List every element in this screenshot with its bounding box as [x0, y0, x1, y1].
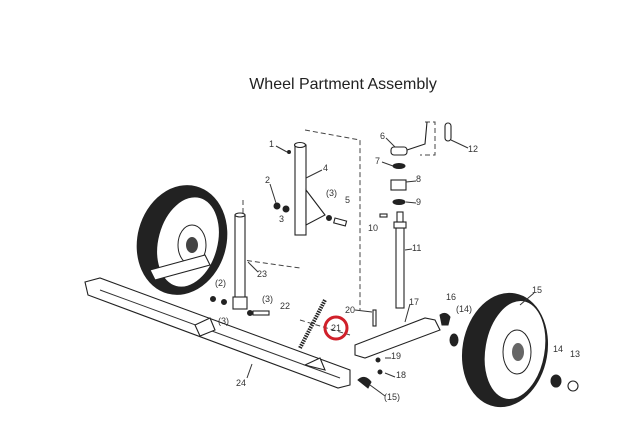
arm-17: [354, 309, 459, 389]
part-label: 24: [236, 378, 246, 388]
right-wheel-15: [461, 292, 579, 408]
part-label: 17: [409, 297, 419, 307]
part-label: 14: [553, 344, 563, 354]
part-label: 13: [570, 349, 580, 359]
part-label: 8: [416, 174, 421, 184]
diagram-title: Wheel Partment Assembly: [249, 76, 437, 93]
part-label: 16: [446, 292, 456, 302]
part-label: (3): [262, 294, 273, 304]
shaft-11: [379, 121, 452, 309]
part-label: 10: [368, 223, 378, 233]
part-label: 2: [265, 175, 270, 185]
part-labels: 1 2 3 (3) 5 4 6 7 8 9 10 11 12 23 (2) (3…: [215, 131, 580, 402]
part-label: 18: [396, 370, 406, 380]
part-label: 6: [380, 131, 385, 141]
part-label: (3): [218, 316, 229, 326]
part-label: 19: [391, 351, 401, 361]
leader-lines: [246, 137, 535, 397]
highlight-circle-part-21: [323, 315, 349, 341]
part-label: 1: [269, 139, 274, 149]
part-label: 4: [323, 163, 328, 173]
frame-beam-24: [84, 277, 351, 389]
spring-21: [298, 299, 327, 349]
part-label: 5: [345, 195, 350, 205]
left-wheel: [136, 185, 228, 295]
part-label: 21: [331, 323, 341, 333]
part-label: 7: [375, 156, 380, 166]
part-label: (14): [456, 304, 472, 314]
part-label: 15: [532, 285, 542, 295]
part-label: 20: [345, 305, 355, 315]
post-23: [232, 212, 248, 310]
post-4: [273, 141, 348, 236]
part-label: (3): [326, 188, 337, 198]
part-label: 9: [416, 197, 421, 207]
part-label: 22: [280, 301, 290, 311]
part-label: (15): [384, 392, 400, 402]
part-label: 12: [468, 144, 478, 154]
part-label: 23: [257, 269, 267, 279]
part-label: 3: [279, 214, 284, 224]
part-label: (2): [215, 278, 226, 288]
part-label: 11: [412, 243, 421, 253]
